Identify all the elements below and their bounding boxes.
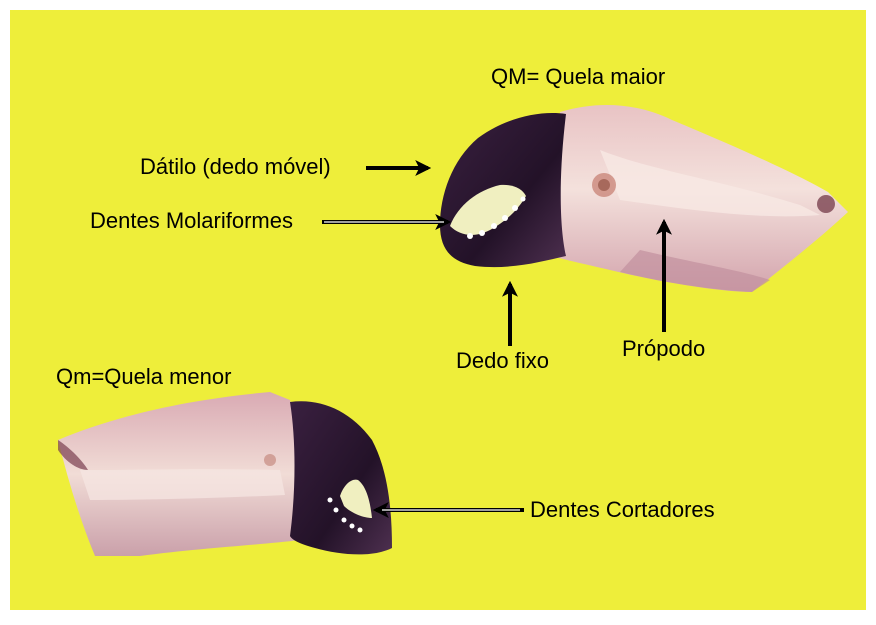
propodus-label: Própodo — [622, 338, 705, 360]
cutting-teeth-label: Dentes Cortadores — [530, 499, 715, 521]
fixed-finger-label: Dedo fixo — [456, 350, 549, 372]
qm-minor-title: Qm=Quela menor — [56, 366, 231, 388]
molariform-teeth-label: Dentes Molariformes — [90, 210, 293, 232]
qm-major-title: QM= Quela maior — [491, 66, 665, 88]
dactyl-label: Dátilo (dedo móvel) — [140, 156, 331, 178]
